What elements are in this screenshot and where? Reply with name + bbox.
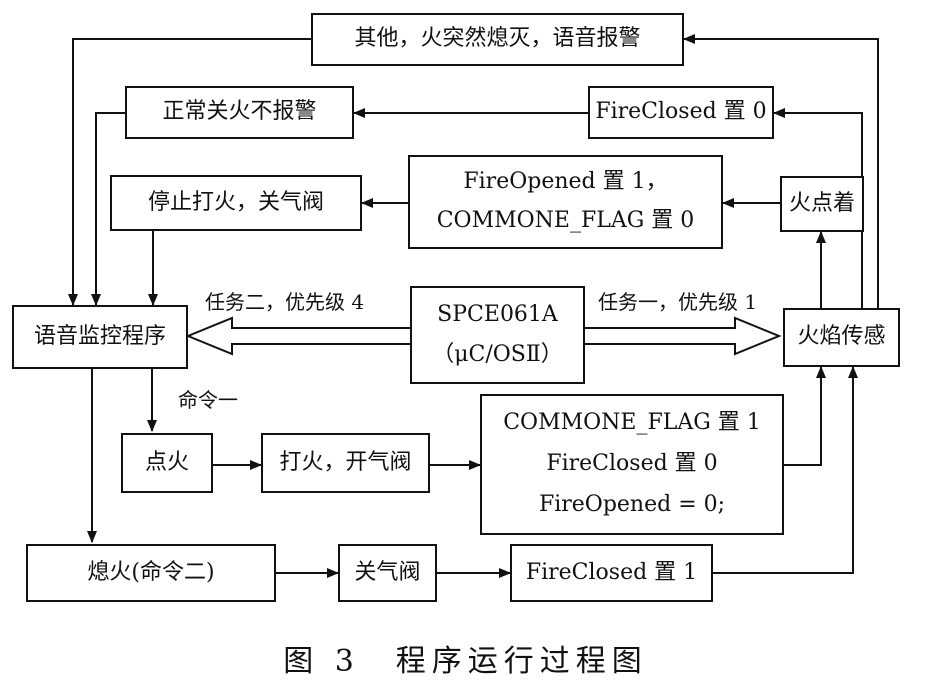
flame-sensor-box: 火焰传感 xyxy=(783,308,900,367)
voice-monitor-text: 语音监控程序 xyxy=(33,323,166,349)
normal-off-text: 正常关火不报警 xyxy=(162,99,317,125)
arrow-sensor-to-fireclosed0 xyxy=(773,108,863,308)
arrow-flameout-to-monitor xyxy=(68,38,311,306)
voice-monitor-box: 语音监控程序 xyxy=(12,305,188,369)
commone-flag-1-box: COMMONE_FLAG 置 1 FireClosed 置 0 FireOpen… xyxy=(480,394,784,535)
spce-chip-text: SPCE061A xyxy=(437,301,558,327)
fireopened-1-text: FireOpened 置 1， xyxy=(463,169,668,195)
task2-label: 任务二，优先级 4 xyxy=(205,290,365,314)
ignite-box: 点火 xyxy=(121,433,213,493)
fireclosed-0-mid-text: FireClosed 置 0 xyxy=(546,451,718,477)
commone-flag-1-text: COMMONE_FLAG 置 1 xyxy=(503,410,761,436)
fire-lit-box: 火点着 xyxy=(780,176,864,232)
fireopened-eq0-text: FireOpened = 0; xyxy=(538,492,726,518)
close-valve-box: 关气阀 xyxy=(338,544,437,602)
flame-sensor-text: 火焰传感 xyxy=(797,324,886,350)
block-arrow-to-sensor xyxy=(585,316,782,356)
spce-chip-box: SPCE061A （μC/OSⅡ） xyxy=(410,286,585,384)
other-flameout-box: 其他，火突然熄灭，语音报警 xyxy=(311,13,684,66)
arrow-normaloff-to-monitor xyxy=(91,112,125,306)
task1-label: 任务一，优先级 1 xyxy=(598,290,758,314)
fire-lit-text: 火点着 xyxy=(788,190,855,216)
rtos-text: （μC/OSⅡ） xyxy=(432,341,563,367)
fireclosed-1-text: FireClosed 置 1 xyxy=(525,559,698,585)
extinguish-text: 熄火(命令二) xyxy=(87,559,215,585)
fireclosed-0-top-text: FireClosed 置 0 xyxy=(595,99,767,125)
block-arrow-to-monitor xyxy=(185,316,410,356)
ignite-open-valve-box: 打火，开气阀 xyxy=(261,433,430,493)
command1-label: 命令一 xyxy=(178,388,238,412)
stop-ignite-box: 停止打火，关气阀 xyxy=(110,175,362,231)
commone-flag-0-text: COMMONE_FLAG 置 0 xyxy=(436,208,695,234)
fireclosed-0-top-box: FireClosed 置 0 xyxy=(588,86,774,139)
ignite-open-valve-text: 打火，开气阀 xyxy=(279,449,412,475)
fireclosed-1-box: FireClosed 置 1 xyxy=(510,544,713,602)
fireopened-flag-box: FireOpened 置 1， COMMONE_FLAG 置 0 xyxy=(408,155,723,249)
ignite-text: 点火 xyxy=(144,449,189,475)
normal-off-box: 正常关火不报警 xyxy=(125,86,354,139)
close-valve-text: 关气阀 xyxy=(354,559,421,585)
other-flameout-text: 其他，火突然熄灭，语音报警 xyxy=(354,26,641,52)
stop-ignite-text: 停止打火，关气阀 xyxy=(147,189,324,215)
arrow-fireclosed1-to-sensor xyxy=(713,366,858,574)
figure-caption: 图 3 程序运行过程图 xyxy=(283,644,648,679)
arrow-sensor-to-flameout xyxy=(683,34,879,308)
arrow-flagbox-to-sensor xyxy=(784,366,826,466)
extinguish-box: 熄火(命令二) xyxy=(26,544,276,602)
